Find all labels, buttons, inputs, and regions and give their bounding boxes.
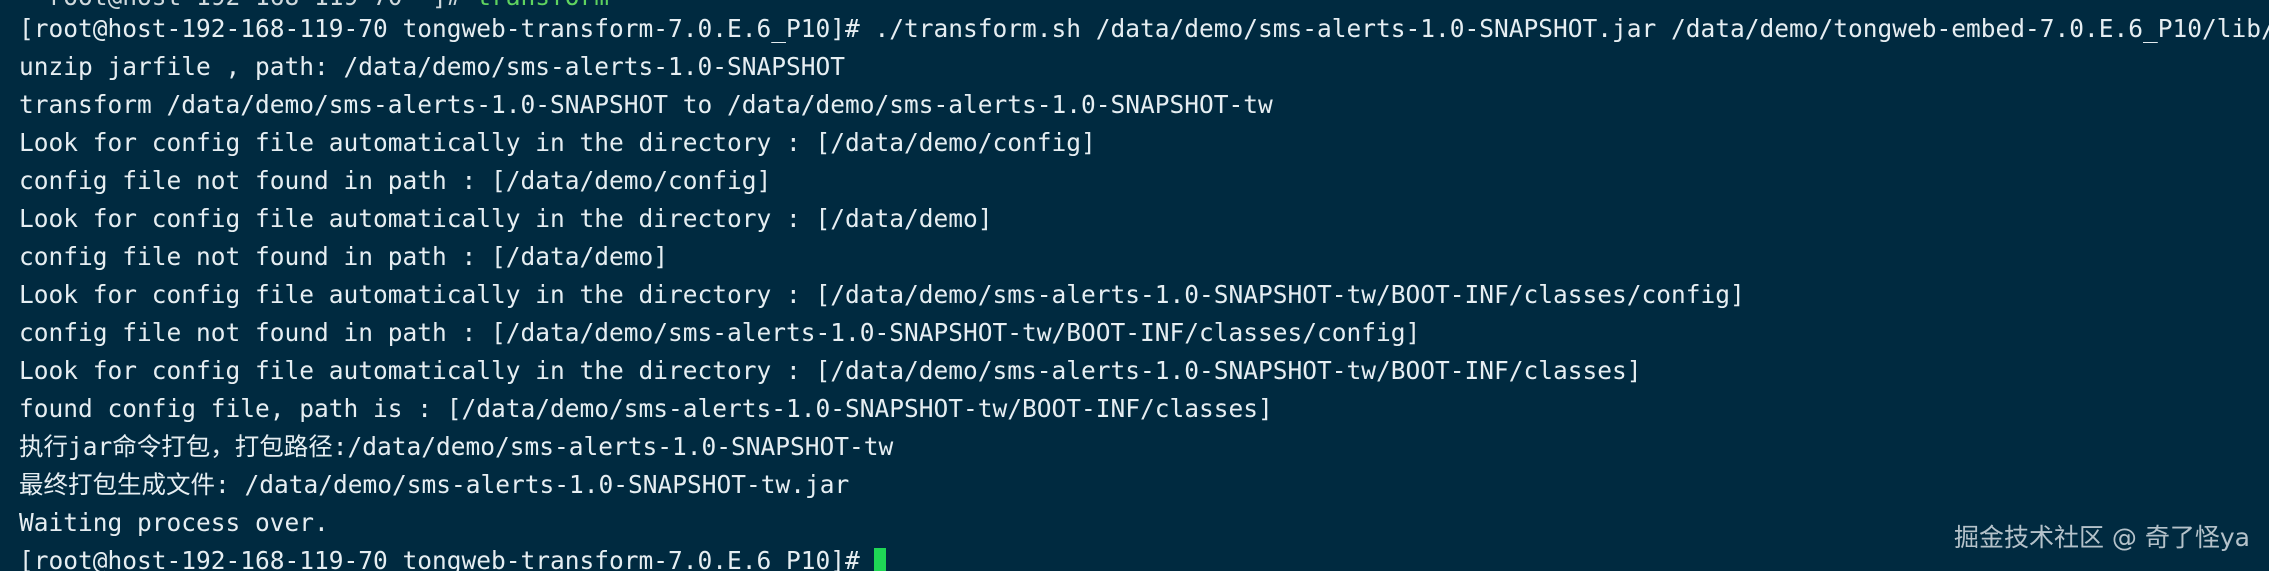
cursor bbox=[873, 548, 886, 571]
output-line: found config file, path is : [/data/demo… bbox=[19, 394, 1273, 423]
output-line: config file not found in path : [/data/d… bbox=[19, 166, 772, 195]
output-line: [root@host-192-168-119-70 tongweb-transf… bbox=[19, 14, 2269, 43]
clipped-line-green-text: transform bbox=[476, 0, 609, 11]
clipped-previous-line: root@host-192-168-119-70 ~]# transform bbox=[19, 0, 610, 11]
output-line: Look for config file automatically in th… bbox=[19, 204, 993, 233]
output-line: Look for config file automatically in th… bbox=[19, 128, 1096, 157]
output-line: Look for config file automatically in th… bbox=[19, 280, 1745, 309]
output-line: 执行jar命令打包，打包路径:/data/demo/sms-alerts-1.0… bbox=[19, 432, 894, 461]
prompt-line[interactable]: [root@host-192-168-119-70 tongweb-transf… bbox=[19, 542, 2269, 571]
output-line: transform /data/demo/sms-alerts-1.0-SNAP… bbox=[19, 90, 1273, 119]
terminal-output: [root@host-192-168-119-70 tongweb-transf… bbox=[19, 10, 2269, 571]
output-line: 最终打包生成文件: /data/demo/sms-alerts-1.0-SNAP… bbox=[19, 470, 850, 499]
output-line: Look for config file automatically in th… bbox=[19, 356, 1642, 385]
output-line: config file not found in path : [/data/d… bbox=[19, 242, 669, 271]
output-line: config file not found in path : [/data/d… bbox=[19, 318, 1421, 347]
output-line: Waiting process over. bbox=[19, 508, 329, 537]
shell-prompt: [root@host-192-168-119-70 tongweb-transf… bbox=[19, 546, 860, 571]
output-line: unzip jarfile , path: /data/demo/sms-ale… bbox=[19, 52, 846, 81]
watermark: 掘金技术社区 @ 奇了怪ya bbox=[1953, 523, 2250, 552]
clipped-line-text: root@host-192-168-119-70 ~]# bbox=[19, 0, 476, 11]
